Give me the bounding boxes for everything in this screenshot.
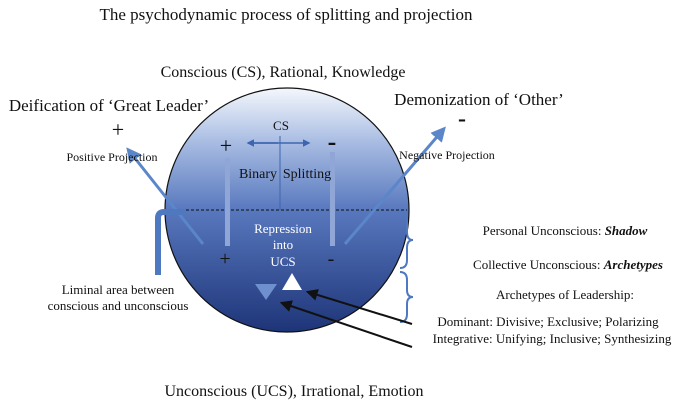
left-split-bar: [225, 158, 230, 246]
repression-label-2: into: [273, 237, 293, 252]
positive-projection-arrow: [126, 147, 205, 245]
splitting-label: Splitting: [283, 167, 331, 182]
unconscious-label: Unconscious (UCS), Irrational, Emotion: [164, 383, 423, 400]
plus-upper-sign: +: [220, 133, 232, 158]
binary-label: Binary: [239, 167, 277, 182]
repression-label-1: Repression: [254, 221, 312, 236]
archetypes-emphasis: Archetypes: [603, 257, 663, 272]
right-split-bar: [330, 152, 335, 246]
personal-unconscious-brace: [399, 211, 414, 269]
diagram-title: The psychodynamic process of splitting a…: [100, 5, 473, 24]
archetypes-of-leadership-label: Archetypes of Leadership:: [496, 287, 634, 302]
personal-unconscious-label: Personal Unconscious: Shadow: [483, 223, 648, 238]
positive-projection-label: Positive Projection: [67, 150, 158, 164]
repression-label-3: UCS: [270, 254, 295, 269]
conscious-label: Conscious (CS), Rational, Knowledge: [161, 64, 406, 81]
dominant-label: Dominant: Divisive; Exclusive; Polarizin…: [437, 314, 659, 329]
negative-projection-label: Negative Projection: [399, 148, 495, 162]
integrative-label: Integrative: Unifying; Inclusive; Synthe…: [433, 331, 672, 346]
plus-lower-sign: +: [219, 248, 230, 270]
cs-label: CS: [273, 118, 289, 133]
personal-prefix: Personal Unconscious:: [483, 223, 605, 238]
collective-prefix: Collective Unconscious:: [473, 257, 604, 272]
integrative-pointer-arrow: [279, 300, 413, 348]
collective-unconscious-label: Collective Unconscious: Archetypes: [473, 257, 663, 272]
shadow-emphasis: Shadow: [605, 223, 648, 238]
negative-sign: -: [458, 106, 466, 132]
demonization-heading: Demonization of ‘Other’: [394, 90, 564, 109]
dominant-pointer-arrow: [305, 289, 413, 325]
minus-lower-sign: -: [328, 248, 335, 270]
dominant-triangle-icon: [255, 284, 277, 300]
integrative-triangle-icon: [282, 273, 302, 290]
collective-unconscious-brace: [399, 271, 414, 323]
liminal-label-2: conscious and unconscious: [48, 298, 189, 313]
deification-heading: Deification of ‘Great Leader’: [9, 96, 209, 115]
liminal-area-hook: [155, 209, 186, 275]
negative-projection-arrow: [343, 126, 446, 245]
liminal-label-1: Liminal area between: [62, 282, 175, 297]
positive-sign: +: [112, 117, 124, 142]
minus-upper-sign: -: [328, 127, 337, 156]
